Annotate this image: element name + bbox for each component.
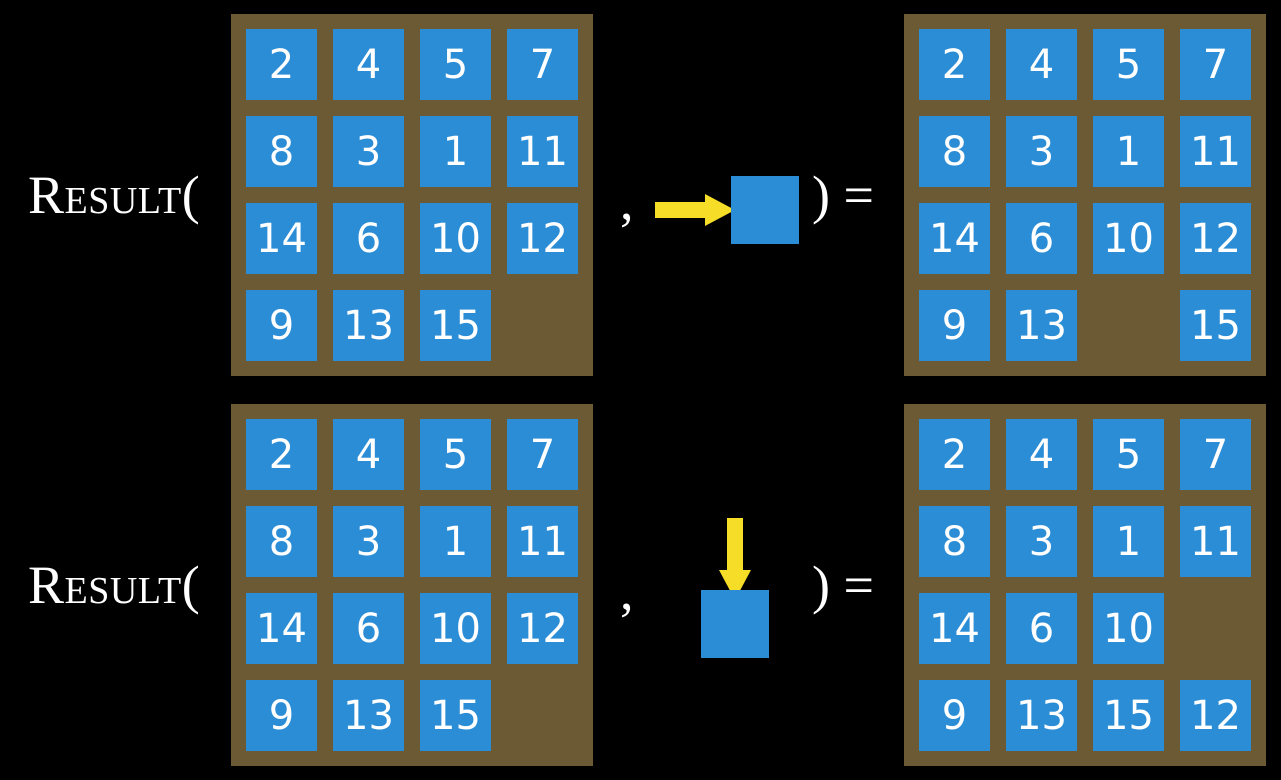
puzzle-tile[interactable]: 8 [919, 506, 990, 577]
puzzle-tile[interactable]: 9 [919, 680, 990, 751]
puzzle-tile[interactable]: 10 [1093, 203, 1164, 274]
puzzle-tile[interactable]: 15 [420, 680, 491, 751]
argument-separator-1: , [620, 171, 634, 231]
puzzle-tile[interactable]: 6 [1006, 593, 1077, 664]
puzzle-tile[interactable]: 8 [246, 116, 317, 187]
puzzle-tile[interactable]: 12 [507, 203, 578, 274]
puzzle-tile[interactable]: 3 [1006, 116, 1077, 187]
puzzle-tile[interactable]: 2 [919, 419, 990, 490]
puzzle-tile[interactable]: 8 [246, 506, 317, 577]
arrow-right-icon [655, 194, 735, 226]
result-function-label-2: Result( [28, 555, 201, 615]
puzzle-tile[interactable]: 2 [246, 29, 317, 100]
puzzle-tile[interactable]: 13 [1006, 680, 1077, 751]
puzzle-tile[interactable]: 14 [919, 593, 990, 664]
puzzle-tile[interactable]: 11 [507, 116, 578, 187]
puzzle-tile[interactable]: 7 [1180, 29, 1251, 100]
result-function-label-1: Result( [28, 165, 201, 225]
puzzle-tile[interactable]: 12 [507, 593, 578, 664]
puzzle-blank-cell [1180, 593, 1251, 664]
puzzle-tile[interactable]: 6 [333, 593, 404, 664]
puzzle-tile[interactable]: 3 [1006, 506, 1077, 577]
puzzle-tile[interactable]: 2 [919, 29, 990, 100]
puzzle-tile[interactable]: 1 [420, 506, 491, 577]
puzzle-tile[interactable]: 10 [420, 593, 491, 664]
puzzle-tile[interactable]: 10 [1093, 593, 1164, 664]
blank-tile-indicator-2 [701, 590, 769, 658]
puzzle-tile[interactable]: 11 [1180, 116, 1251, 187]
puzzle-tile[interactable]: 9 [246, 290, 317, 361]
argument-separator-2: , [620, 561, 634, 621]
puzzle-tile[interactable]: 4 [1006, 29, 1077, 100]
puzzle-tile[interactable]: 13 [333, 290, 404, 361]
arrow-down-icon [719, 518, 751, 600]
puzzle-tile[interactable]: 1 [1093, 506, 1164, 577]
puzzle-tile[interactable]: 14 [246, 593, 317, 664]
puzzle-tile[interactable]: 4 [333, 29, 404, 100]
puzzle-tile[interactable]: 12 [1180, 680, 1251, 751]
puzzle-tile[interactable]: 6 [333, 203, 404, 274]
puzzle-tile[interactable]: 5 [1093, 419, 1164, 490]
puzzle-tile[interactable]: 5 [420, 29, 491, 100]
puzzle-tile[interactable]: 15 [420, 290, 491, 361]
puzzle-blank-cell [507, 680, 578, 751]
puzzle-tile[interactable]: 15 [1180, 290, 1251, 361]
puzzle-tile[interactable]: 12 [1180, 203, 1251, 274]
puzzle-tile[interactable]: 14 [919, 203, 990, 274]
puzzle-blank-cell [1093, 290, 1164, 361]
puzzle-tile[interactable]: 9 [246, 680, 317, 751]
puzzle-tile[interactable]: 7 [507, 29, 578, 100]
puzzle-tile[interactable]: 1 [1093, 116, 1164, 187]
puzzle-tile[interactable]: 7 [1180, 419, 1251, 490]
puzzle-tile[interactable]: 9 [919, 290, 990, 361]
puzzle-tile[interactable]: 11 [1180, 506, 1251, 577]
puzzle-tile[interactable]: 15 [1093, 680, 1164, 751]
puzzle-tile[interactable]: 4 [333, 419, 404, 490]
blank-tile-indicator-1 [731, 176, 799, 244]
puzzle-tile[interactable]: 2 [246, 419, 317, 490]
puzzle-tile[interactable]: 3 [333, 506, 404, 577]
puzzle-tile[interactable]: 1 [420, 116, 491, 187]
puzzle-tile[interactable]: 5 [1093, 29, 1164, 100]
puzzle-tile[interactable]: 4 [1006, 419, 1077, 490]
puzzle-blank-cell [507, 290, 578, 361]
puzzle-tile[interactable]: 11 [507, 506, 578, 577]
puzzle-tile[interactable]: 7 [507, 419, 578, 490]
puzzle-tile[interactable]: 13 [333, 680, 404, 751]
puzzle-tile[interactable]: 6 [1006, 203, 1077, 274]
puzzle-tile[interactable]: 5 [420, 419, 491, 490]
puzzle-tile[interactable]: 8 [919, 116, 990, 187]
closing-paren-equals-1: ) = [812, 165, 874, 225]
puzzle-tile[interactable]: 10 [420, 203, 491, 274]
puzzle-tile[interactable]: 13 [1006, 290, 1077, 361]
puzzle-tile[interactable]: 3 [333, 116, 404, 187]
closing-paren-equals-2: ) = [812, 555, 874, 615]
puzzle-tile[interactable]: 14 [246, 203, 317, 274]
